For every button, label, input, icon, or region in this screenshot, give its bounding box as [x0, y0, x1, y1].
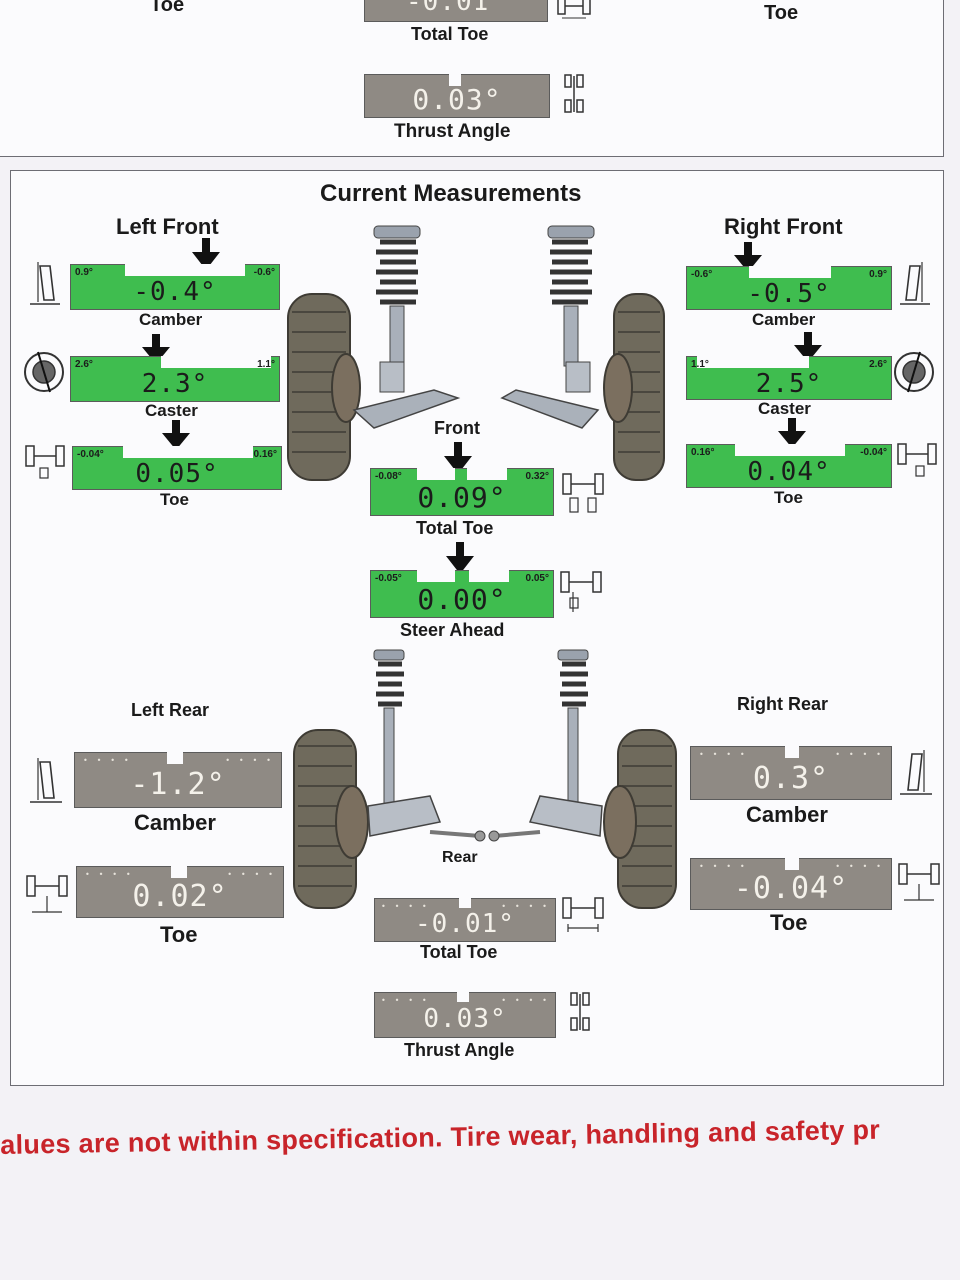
left-front-camber-max: -0.6°	[253, 267, 275, 278]
left-rear-camber-label: Camber	[134, 810, 216, 835]
camber-icon	[30, 262, 60, 305]
right-front-camber-gauge: -0.6° 0.9° -0.5°	[686, 266, 892, 310]
left-rear-toe-gauge: • • • • • • • • 0.02°	[76, 866, 284, 918]
panel-title: Current Measurements	[320, 180, 582, 207]
steer-ahead-min: -0.05°	[375, 573, 402, 584]
left-front-toe-max: 0.16°	[253, 449, 277, 460]
rear-thrust-label: Thrust Angle	[404, 1040, 515, 1060]
top-thrust-label: Thrust Angle	[394, 121, 511, 142]
left-front-caster-label: Caster	[145, 401, 198, 420]
rear-total-toe-value: -0.01°	[415, 909, 515, 939]
front-total-toe-gauge: -0.08° 0.32° 0.09°	[370, 468, 554, 516]
steer-ahead-label: Steer Ahead	[400, 620, 505, 640]
left-front-caster-min: 2.6°	[75, 359, 93, 370]
top-thrust-value: 0.03°	[412, 83, 502, 116]
front-total-toe-min: -0.08°	[375, 471, 402, 482]
left-front-caster-max: 1.1°	[257, 359, 275, 370]
steer-ahead-value: 0.00°	[417, 583, 507, 616]
strut-illustration	[500, 225, 600, 429]
left-front-toe-min: -0.04°	[77, 449, 104, 460]
steer-ahead-icon	[560, 571, 602, 612]
left-front-toe-value: 0.05°	[135, 459, 219, 489]
left-front-toe-gauge: -0.04° 0.16° 0.05°	[72, 446, 282, 490]
rear-total-toe-gauge: • • • • • • • • -0.01°	[374, 898, 556, 942]
right-front-camber-max: 0.9°	[869, 269, 887, 280]
front-total-toe-value: 0.09°	[417, 481, 507, 514]
top-total-toe-label: Total Toe	[411, 24, 489, 44]
right-rear-title: Right Rear	[737, 694, 829, 714]
front-total-toe-label: Total Toe	[416, 518, 494, 538]
top-left-toe-label: Toe	[150, 0, 185, 16]
front-total-toe-max: 0.32°	[525, 471, 549, 482]
rear-label: Rear	[442, 849, 478, 866]
right-front-camber-value: -0.5°	[747, 279, 831, 309]
right-front-caster-gauge: 1.1° 2.6° 2.5°	[686, 356, 892, 400]
right-front-caster-value: 2.5°	[755, 369, 823, 399]
rear-thrust-value: 0.03°	[423, 1004, 507, 1034]
right-rear-camber-gauge: • • • • • • • • 0.3°	[690, 746, 892, 800]
toe-icon	[557, 0, 591, 19]
left-front-camber-gauge: 0.9° -0.6° -0.4°	[70, 264, 280, 310]
right-front-toe-gauge: 0.16° -0.04° 0.04°	[686, 444, 892, 488]
steer-ahead-gauge: -0.05° 0.05° 0.00°	[370, 570, 554, 618]
thrust-icon	[564, 74, 584, 113]
top-total-toe-value: -0.01°	[406, 0, 506, 17]
left-rear-toe-label: Toe	[160, 922, 198, 947]
rear-suspension-illustration	[293, 649, 677, 909]
strut-illustration	[493, 649, 603, 838]
caster-icon	[894, 351, 934, 393]
toe-icon	[26, 875, 68, 913]
left-rear-title: Left Rear	[131, 700, 210, 720]
thrust-icon	[570, 992, 590, 1031]
right-rear-toe-value: -0.04°	[733, 871, 849, 906]
camber-icon	[900, 750, 932, 795]
caster-icon	[24, 351, 64, 393]
left-front-camber-min: 0.9°	[75, 267, 93, 278]
top-total-toe-gauge: -0.01°	[364, 0, 548, 22]
right-front-title: Right Front	[724, 214, 843, 239]
front-suspension-illustration	[287, 225, 665, 481]
right-front-camber-label: Camber	[752, 310, 816, 329]
right-front-caster-min: 1.1°	[691, 359, 709, 370]
spec-warning-text: alues are not within specification. Tire…	[0, 1114, 881, 1160]
right-front-caster-label: Caster	[758, 399, 811, 418]
left-front-camber-value: -0.4°	[133, 277, 217, 307]
right-front-toe-label: Toe	[774, 488, 803, 507]
strut-illustration	[367, 649, 481, 838]
rear-total-toe-label: Total Toe	[420, 942, 498, 962]
total-toe-icon	[562, 897, 604, 932]
front-label: Front	[434, 418, 480, 438]
right-front-camber-min: -0.6°	[691, 269, 713, 280]
left-front-toe-label: Toe	[160, 490, 189, 509]
left-rear-toe-value: 0.02°	[132, 879, 228, 914]
toe-icon	[898, 863, 940, 901]
left-front-caster-value: 2.3°	[141, 369, 209, 399]
left-rear-camber-gauge: • • • • • • • • -1.2°	[74, 752, 282, 808]
top-right-toe-label: Toe	[764, 2, 799, 24]
rear-thrust-gauge: • • • • • • • • 0.03°	[374, 992, 556, 1038]
right-front-toe-min: 0.16°	[691, 447, 715, 458]
strut-illustration	[352, 225, 461, 429]
right-rear-camber-label: Camber	[746, 802, 828, 827]
total-toe-icon	[562, 473, 604, 513]
right-rear-camber-value: 0.3°	[752, 761, 830, 796]
steer-ahead-max: 0.05°	[525, 573, 549, 584]
left-rear-camber-value: -1.2°	[130, 767, 226, 802]
camber-icon	[900, 262, 930, 305]
top-thrust-gauge: 0.03°	[364, 74, 550, 118]
left-front-camber-label: Camber	[139, 310, 203, 329]
toe-icon	[897, 443, 937, 477]
right-front-toe-max: -0.04°	[860, 447, 887, 458]
right-front-toe-value: 0.04°	[747, 457, 831, 487]
right-rear-toe-label: Toe	[770, 910, 808, 935]
camber-icon	[30, 758, 62, 803]
left-front-caster-gauge: 2.6° 1.1° 2.3°	[70, 356, 280, 402]
toe-icon	[25, 445, 65, 479]
left-front-title: Left Front	[116, 214, 219, 239]
right-rear-toe-gauge: • • • • • • • • -0.04°	[690, 858, 892, 910]
right-front-caster-max: 2.6°	[869, 359, 887, 370]
